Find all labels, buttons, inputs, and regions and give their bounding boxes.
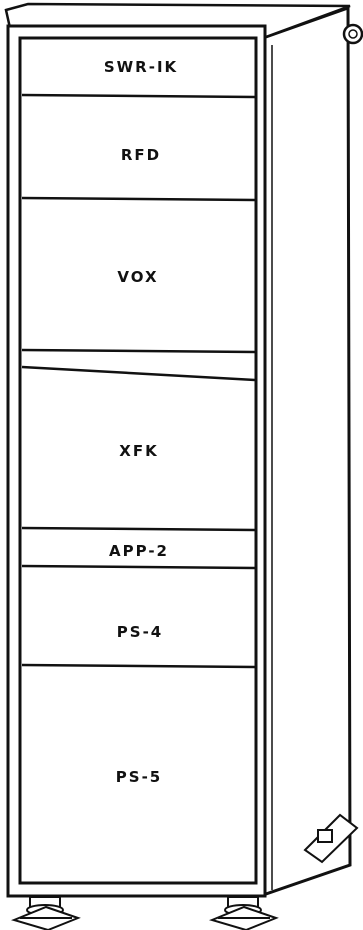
divider-1: [21, 93, 257, 99]
cabinet-inner-frame: [18, 36, 258, 885]
module-label-vox: VOX: [117, 268, 158, 286]
divider-7: [21, 663, 257, 669]
module-label-ps-5: PS-5: [116, 768, 162, 786]
foot-front-left: [10, 896, 81, 930]
module-label-ps-4: PS-4: [117, 623, 163, 641]
foot-front-right: [208, 896, 279, 930]
foot-back-right: [303, 813, 359, 864]
divider-5: [21, 526, 257, 532]
module-dividers: [21, 93, 257, 669]
module-label-xfk: XFK: [119, 442, 158, 460]
cabinet-front-frame: [6, 24, 267, 898]
module-label-app-2: APP-2: [109, 542, 169, 560]
divider-3: [21, 348, 257, 354]
cabinet-side-panel: [261, 5, 352, 898]
lifting-eye-hole: [348, 29, 358, 39]
divider-4: [21, 365, 257, 382]
divider-6: [21, 564, 257, 570]
module-label-rfd: RFD: [121, 146, 161, 164]
module-label-swr-ik: SWR-IK: [104, 58, 178, 76]
divider-2: [21, 196, 257, 202]
lifting-eye: [342, 23, 363, 45]
